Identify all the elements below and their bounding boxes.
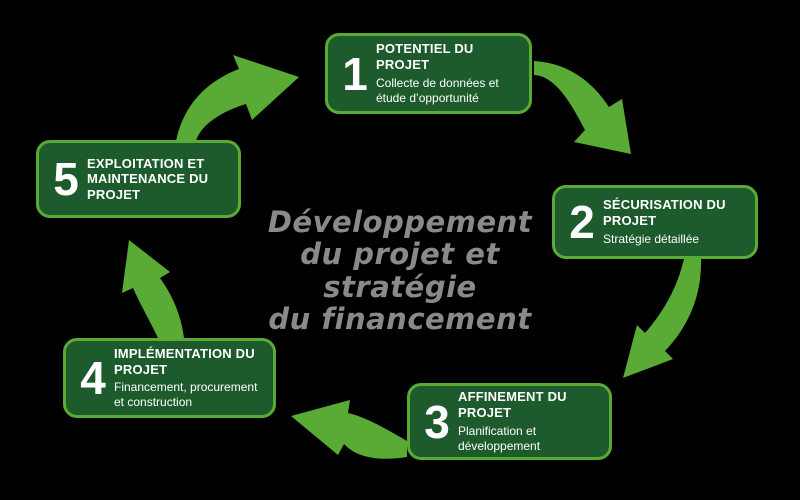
step-number: 2 [569, 196, 595, 248]
step-subtitle: Planification et développement [458, 423, 541, 453]
step-box-1: 1 POTENTIEL DU PROJET Collecte de donnée… [325, 33, 532, 114]
center-caption-line: du projet et stratégie [300, 237, 500, 304]
step-number: 3 [424, 395, 450, 448]
center-caption-line: du financement [268, 302, 532, 337]
center-caption-line: Développement [267, 205, 533, 239]
step-box-2: 2 SÉCURISATION DU PROJET Stratégie détai… [552, 185, 758, 259]
step-number: 4 [80, 352, 106, 404]
step-title: IMPLÉMENTATION DU PROJET [114, 345, 255, 377]
step-subtitle: Collecte de données et étude d’opportuni… [376, 75, 499, 105]
step-number: 1 [342, 47, 368, 100]
step-title: EXPLOITATION ET MAINTENANCE DU PROJET [87, 155, 209, 202]
step-number: 5 [53, 153, 79, 205]
center-caption: Développement du projet et stratégie du … [240, 206, 560, 336]
curved-arrow-step2-to-step3-icon [623, 259, 702, 378]
step-box-3: 3 AFFINEMENT DU PROJET Planification et … [407, 383, 612, 460]
curved-arrow-step5-to-step1-icon [176, 55, 299, 141]
step-title: AFFINEMENT DU PROJET [458, 389, 567, 420]
step-subtitle: Stratégie détaillée [603, 231, 700, 246]
curved-arrow-step1-to-step2-icon [534, 61, 631, 154]
step-subtitle: Financement, procurement et construction [114, 380, 258, 410]
step-box-4: 4 IMPLÉMENTATION DU PROJET Financement, … [63, 338, 276, 418]
curved-arrow-step3-to-step4-icon [291, 400, 407, 459]
step-title: POTENTIEL DU PROJET [376, 41, 474, 72]
step-box-5: 5 EXPLOITATION ET MAINTENANCE DU PROJET [36, 140, 241, 218]
step-title: SÉCURISATION DU PROJET [603, 197, 726, 228]
curved-arrow-step4-to-step5-icon [122, 240, 184, 338]
